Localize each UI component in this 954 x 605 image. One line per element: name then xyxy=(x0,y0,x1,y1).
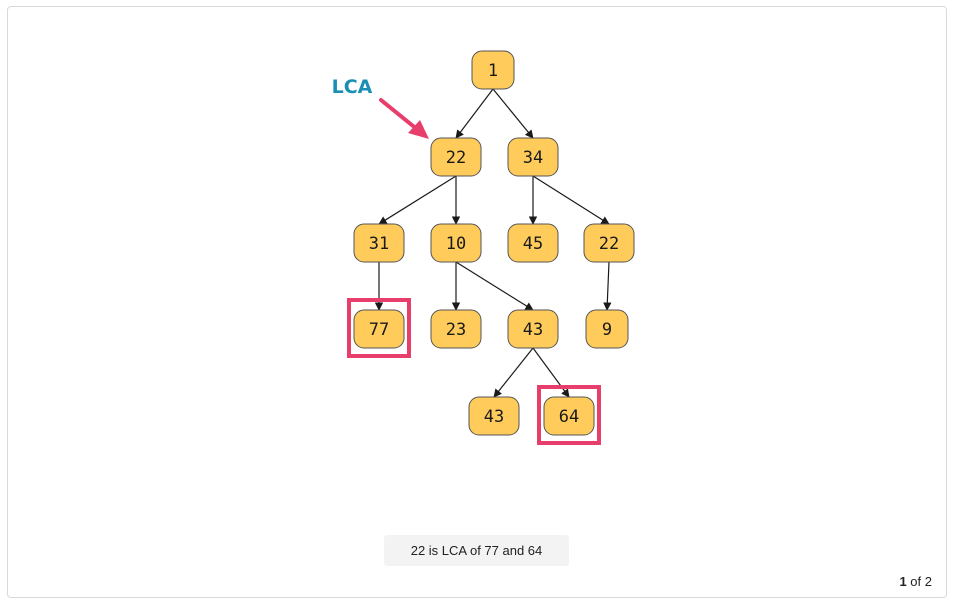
tree-node-label: 77 xyxy=(369,320,389,340)
tree-node-label: 64 xyxy=(559,407,579,427)
tree-node-label: 43 xyxy=(523,320,543,340)
tree-node-label: 10 xyxy=(446,234,466,254)
edge-n43-n43b xyxy=(493,347,534,398)
tree-node-box xyxy=(430,309,482,349)
slide-frame xyxy=(7,6,947,598)
caption-box: 22 is LCA of 77 and 64 xyxy=(384,535,569,566)
tree-node-label: 22 xyxy=(599,234,619,254)
tree-node-box xyxy=(585,309,629,349)
tree-node-n31: 31 xyxy=(353,223,405,263)
tree-node-box xyxy=(468,396,520,436)
tree-node-box xyxy=(353,223,405,263)
tree-node-label: 34 xyxy=(523,148,543,168)
tree-node-n45: 45 xyxy=(507,223,559,263)
tree-node-n1: 1 xyxy=(471,50,515,90)
tree-node-box xyxy=(543,396,595,436)
tree-node-box xyxy=(471,50,515,90)
page-total: 2 xyxy=(924,574,932,589)
tree-node-label: 43 xyxy=(484,407,504,427)
nodes-layer: 1 22 34 31 10 45 22 77 23 43 9 43 64 xyxy=(353,50,635,436)
page-current: 1 xyxy=(899,574,907,589)
page-indicator: 1 of 2 xyxy=(899,574,932,589)
tree-node-label: 45 xyxy=(523,234,543,254)
tree-node-box xyxy=(353,309,405,349)
tree-node-n34: 34 xyxy=(507,137,559,177)
tree-node-box xyxy=(430,223,482,263)
tree-node-label: 31 xyxy=(369,234,389,254)
tree-node-n77: 77 xyxy=(353,309,405,349)
tree-node-n22: 22 xyxy=(430,137,482,177)
edge-n1-n34 xyxy=(492,88,534,139)
tree-node-box xyxy=(507,137,559,177)
highlight-layer xyxy=(347,298,601,445)
edges-layer xyxy=(374,88,612,398)
edge-n10-n43 xyxy=(455,261,534,311)
highlight-box-n64 xyxy=(537,385,601,445)
edge-n22-n31 xyxy=(378,175,457,225)
lca-pointer-arrow-icon xyxy=(379,98,429,139)
caption-text: 22 is LCA of 77 and 64 xyxy=(410,543,543,558)
tree-node-label: 1 xyxy=(488,61,498,81)
tree-node-n10: 10 xyxy=(430,223,482,263)
tree-node-box xyxy=(583,223,635,263)
lca-annotation-label: LCA xyxy=(332,76,373,98)
page-separator: of xyxy=(906,574,925,589)
tree-node-box xyxy=(507,223,559,263)
tree-node-box xyxy=(430,137,482,177)
tree-node-n43b: 43 xyxy=(468,396,520,436)
tree-node-box xyxy=(507,309,559,349)
edge-n34-n22b xyxy=(532,175,610,225)
tree-node-n64: 64 xyxy=(543,396,595,436)
highlight-box-n77 xyxy=(347,298,411,358)
tree-node-n9: 9 xyxy=(585,309,629,349)
tree-node-label: 23 xyxy=(446,320,466,340)
edge-n22b-n9 xyxy=(603,261,612,311)
tree-node-label: 22 xyxy=(446,148,466,168)
edge-n1-n22 xyxy=(455,88,494,139)
tree-node-n22b: 22 xyxy=(583,223,635,263)
tree-node-label: 9 xyxy=(602,320,612,340)
tree-node-n43: 43 xyxy=(507,309,559,349)
tree-node-n23: 23 xyxy=(430,309,482,349)
